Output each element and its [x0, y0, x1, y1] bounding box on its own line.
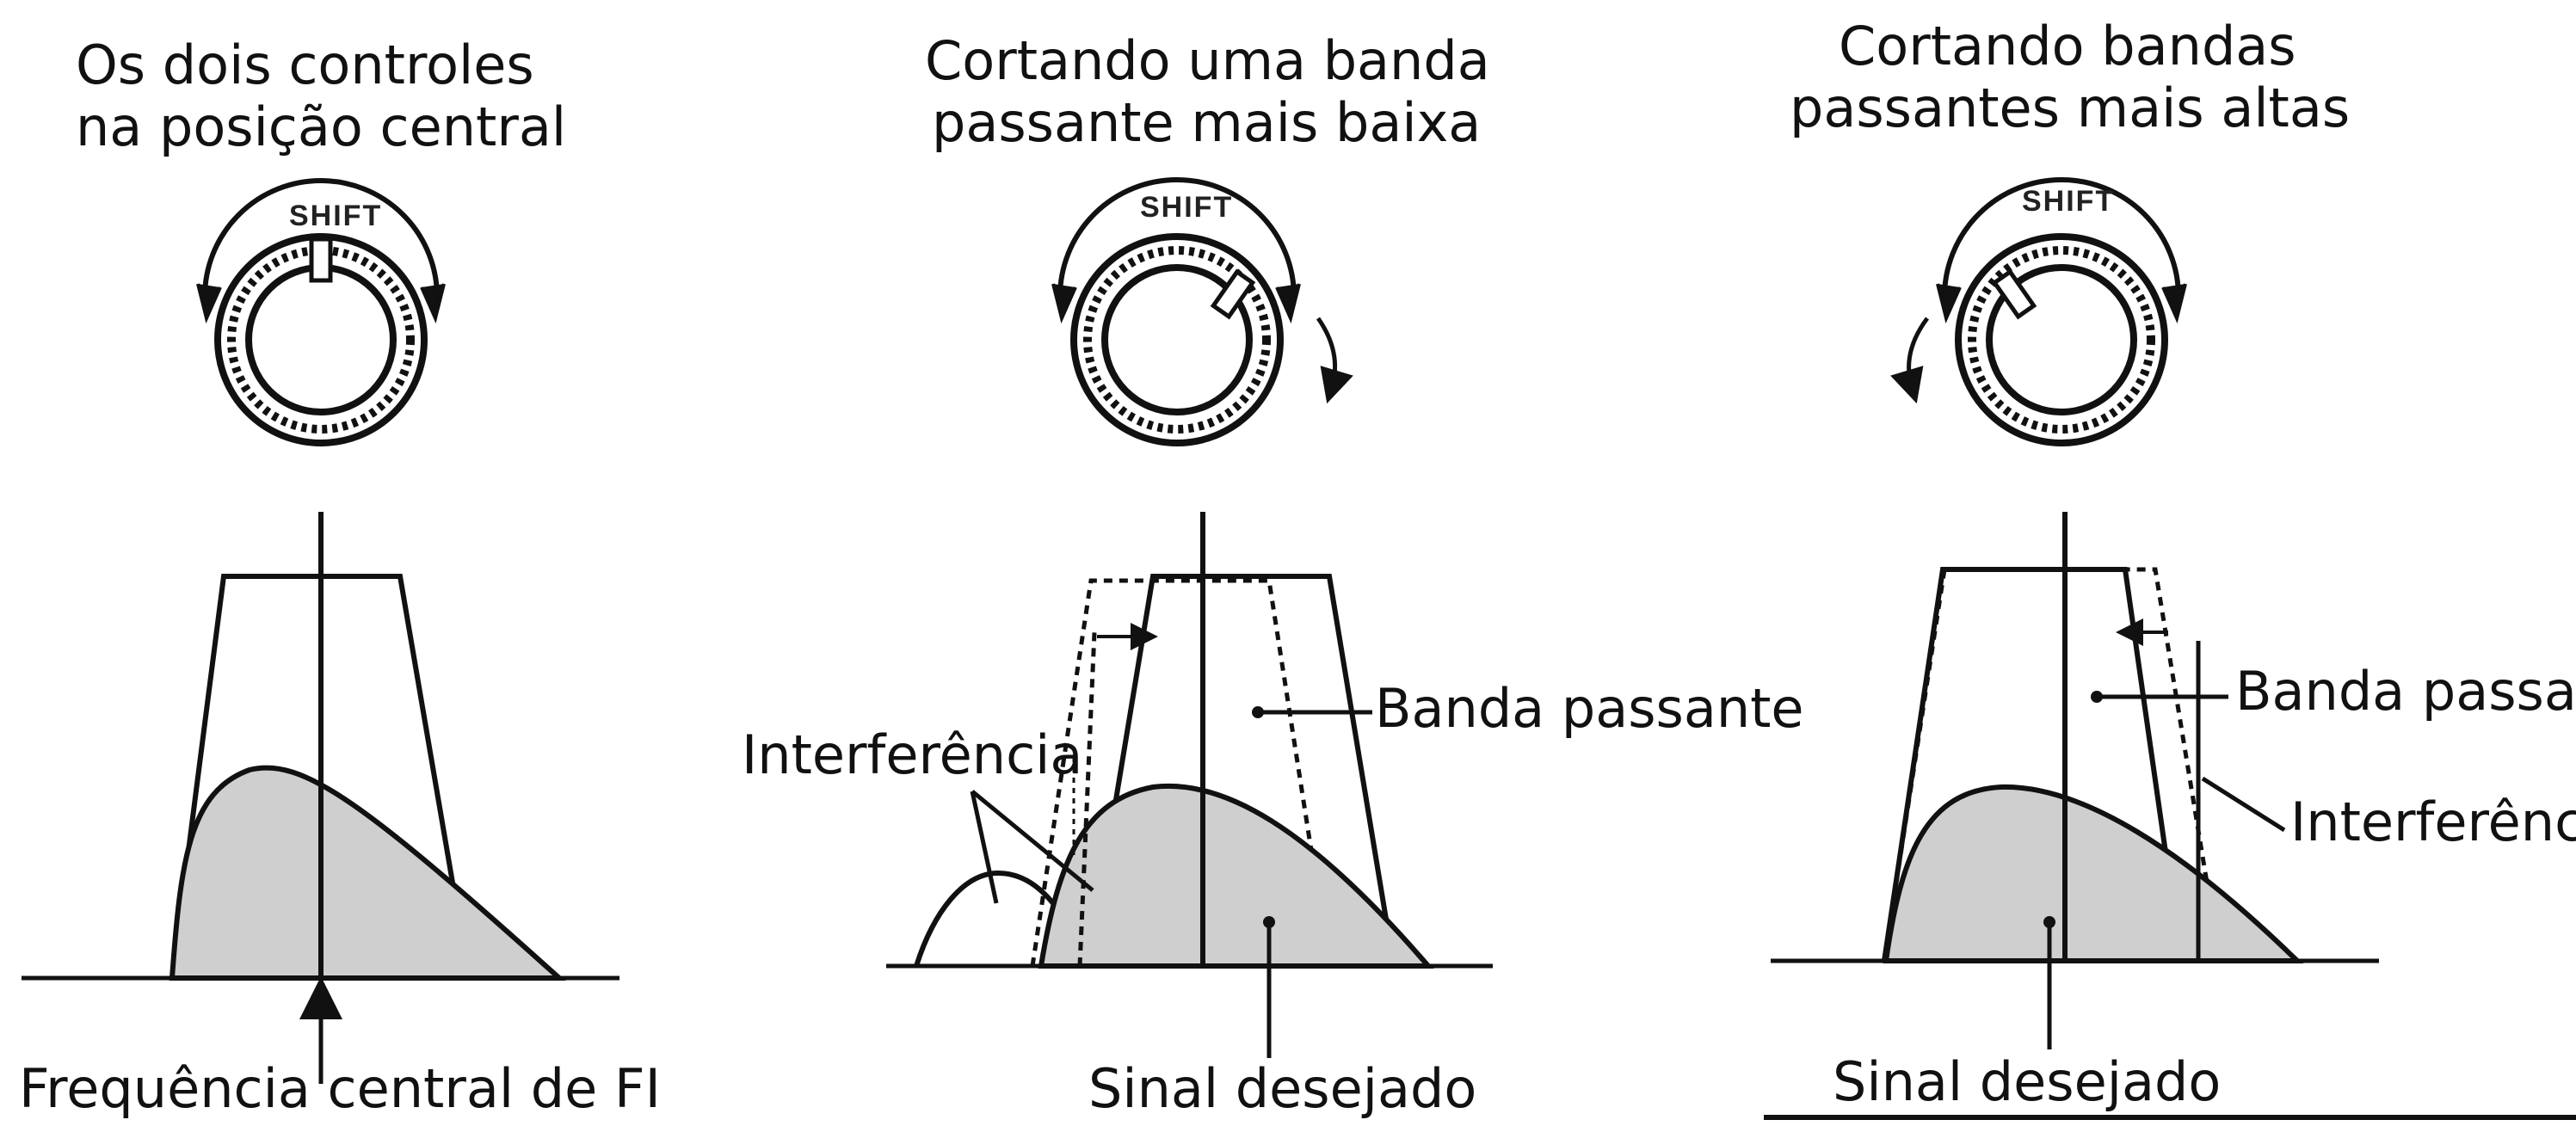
- passband-center: [169, 574, 471, 979]
- panel-high-interference-label: Interferência: [2290, 791, 2576, 853]
- panel-low-title-line2: passante mais baixa: [932, 91, 1482, 154]
- panel-center-title-line1: Os dois controles: [76, 34, 534, 96]
- signal-center: [169, 765, 566, 981]
- panel-center-bottom-label: Frequência central de FI: [19, 1057, 661, 1120]
- panel-low-knob-label: SHIFT: [1140, 191, 1234, 224]
- panel-center-knob-label: SHIFT: [289, 200, 383, 232]
- panel-low: [886, 177, 1493, 1058]
- signal-high: [1883, 784, 2304, 963]
- shift-knob-high-icon: [1890, 177, 2187, 446]
- panel-high-bottom-label: Sinal desejado: [1833, 1050, 2222, 1113]
- shift-knob-low-icon: [1051, 177, 1353, 446]
- panel-low-bottom-label: Sinal desejado: [1088, 1057, 1477, 1120]
- shift-knob-center-icon: [196, 178, 446, 446]
- panel-high-knob-label: SHIFT: [2022, 185, 2116, 218]
- panel-high-title-line1: Cortando bandas: [1839, 15, 2296, 77]
- panel-low-interference-label: Interferência: [742, 723, 1083, 786]
- passband-shifted-low: [1086, 574, 1396, 967]
- panel-low-passband-label: Banda passante: [1375, 677, 1804, 740]
- panel-high-title-line2: passantes mais altas: [1790, 77, 2351, 139]
- passband-shifted-high: [1882, 567, 2184, 962]
- panel-center: [22, 178, 619, 1084]
- panel-low-title-line1: Cortando uma banda: [925, 29, 1490, 92]
- passband-original-low: [1030, 578, 1332, 967]
- panel-center-title-line2: na posição central: [76, 95, 567, 158]
- bottom-rule: [1764, 1115, 2576, 1120]
- panel-high: [1771, 177, 2379, 1049]
- panel-high-passband-label: Banda passante: [2235, 660, 2576, 723]
